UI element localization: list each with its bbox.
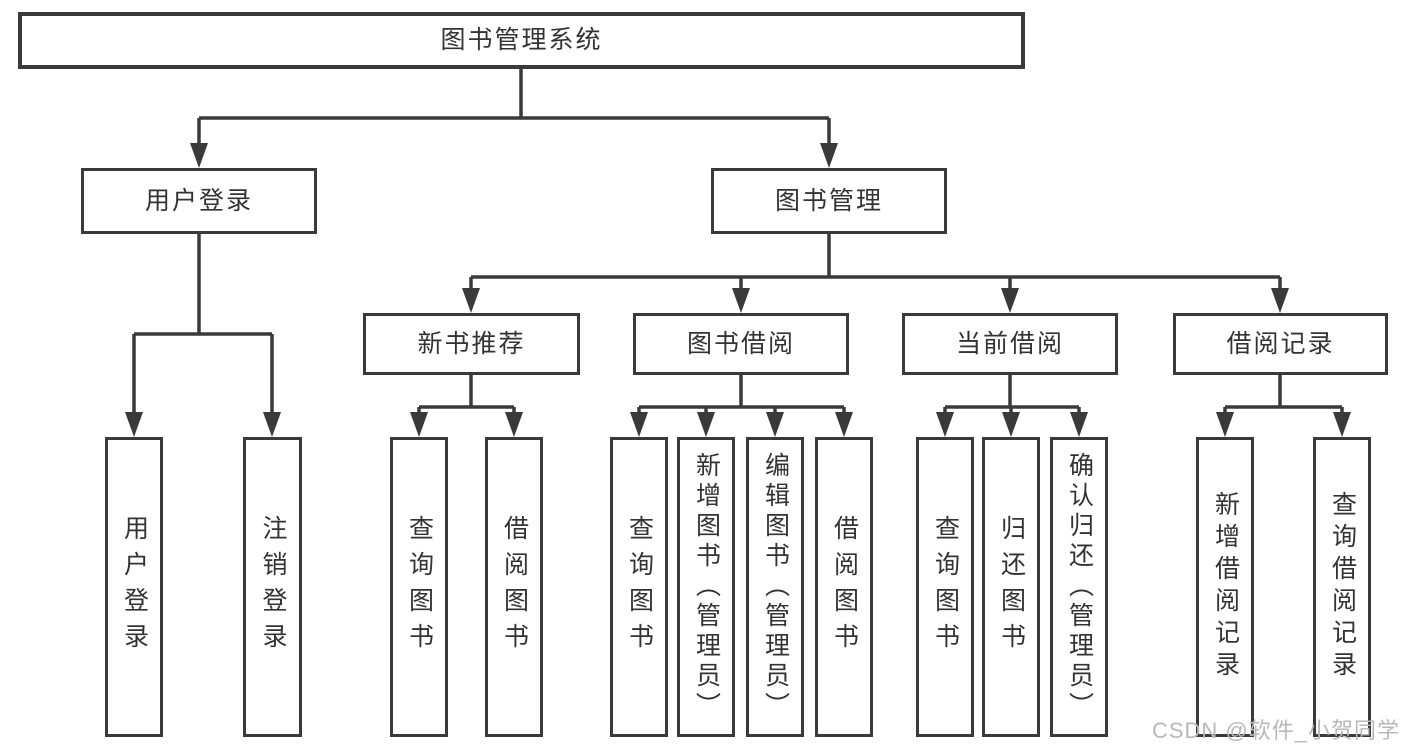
leaf-return-books: 归还图书 [982,437,1040,737]
leaf-edit-book-admin: 编辑图书（管理员） [746,437,804,737]
node-book-borrowing: 图书借阅 [633,313,849,375]
node-user-login: 用户登录 [81,168,317,234]
watermark: CSDN @软件_小贺同学 [1151,718,1400,743]
leaf-query-books-current: 查询图书 [916,437,974,737]
leaf-add-borrow-record: 新增借阅记录 [1196,437,1254,737]
leaf-confirm-return-admin: 确认归还（管理员） [1050,437,1108,737]
leaf-add-book-admin: 新增图书（管理员） [677,437,735,737]
node-library-system: 图书管理系统 [18,12,1025,69]
node-new-book-recommend: 新书推荐 [363,313,580,375]
node-borrowing-records: 借阅记录 [1173,313,1388,375]
leaf-user-login: 用户登录 [105,437,163,737]
leaf-borrow-books-recommend: 借阅图书 [485,437,543,737]
leaf-borrow-books: 借阅图书 [815,437,873,737]
node-book-management: 图书管理 [711,168,947,234]
leaf-query-books-borrow: 查询图书 [610,437,668,737]
node-current-borrowing: 当前借阅 [902,313,1118,375]
leaf-query-borrow-record: 查询借阅记录 [1313,437,1371,737]
leaf-logout: 注销登录 [243,437,302,737]
leaf-query-books-recommend: 查询图书 [390,437,448,737]
